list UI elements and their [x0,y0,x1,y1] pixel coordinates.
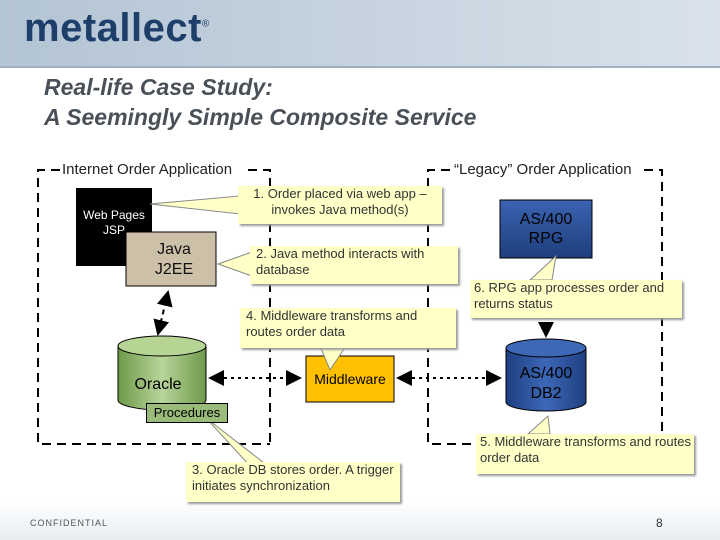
as400-rpg-box [499,199,593,259]
as400-rpg-label: AS/400 RPG [500,210,592,248]
java-text: Java [157,241,191,258]
web-pages-text: Web Pages [83,208,145,222]
callout-2-pointer [216,251,253,277]
callout-3-pointer [205,417,270,467]
java-j2ee-box [125,231,217,287]
db2-text: DB2 [530,385,562,402]
internet-boundary [37,169,270,445]
callout-1-pointer [149,195,241,215]
db2-cylinder [505,348,587,412]
title-line-1: Real-life Case Study: [44,74,273,100]
legacy-boundary-left [427,169,476,445]
java-oracle-connector [153,290,173,336]
callout-3: 3. Oracle DB stores order. A trigger ini… [186,462,400,502]
callout-4: 4. Middleware transforms and routes orde… [240,308,456,348]
header-rule [0,66,720,68]
page-number: 8 [656,516,663,530]
callout-1: 1. Order placed via web app – invokes Ja… [238,186,442,224]
internet-app-label: Internet Order Application [60,161,235,178]
j2ee-text: J2EE [154,261,194,278]
footer-bar [0,500,720,540]
jsp-text: JSP [102,223,125,237]
title-line-2: A Seemingly Simple Composite Service [44,104,477,130]
callout-2: 2. Java method interacts with database [250,246,458,284]
metallect-logo: metallect® [24,6,210,51]
callout-6: 6. RPG app processes order and returns s… [470,280,682,318]
web-pages-label: Web Pages JSP [76,208,152,238]
slide-title: Real-life Case Study: A Seemingly Simple… [44,72,476,132]
logo-text: metallect [24,6,202,50]
as400-db2-text: AS/400 [519,365,573,382]
confidential-label: CONFIDENTIAL [30,518,109,528]
legacy-app-label: “Legacy” Order Application [452,161,634,178]
java-j2ee-label: Java J2EE [132,240,216,280]
as400-db2-label: AS/400 DB2 [506,364,586,404]
internet-boundary-right [248,169,271,444]
middleware-label: Middleware [314,371,386,387]
header-bar [0,0,720,66]
as400-text: AS/400 [519,211,573,228]
oracle-label: Oracle [134,376,182,393]
callout-5-pointer [526,414,551,435]
procedures-label: Procedures [146,403,228,423]
registered-mark: ® [201,18,210,30]
callout-5: 5. Middleware transforms and routes orde… [476,434,694,474]
rpg-text: RPG [528,230,564,247]
callout-6-pointer [528,254,557,281]
middleware-box [305,355,395,403]
